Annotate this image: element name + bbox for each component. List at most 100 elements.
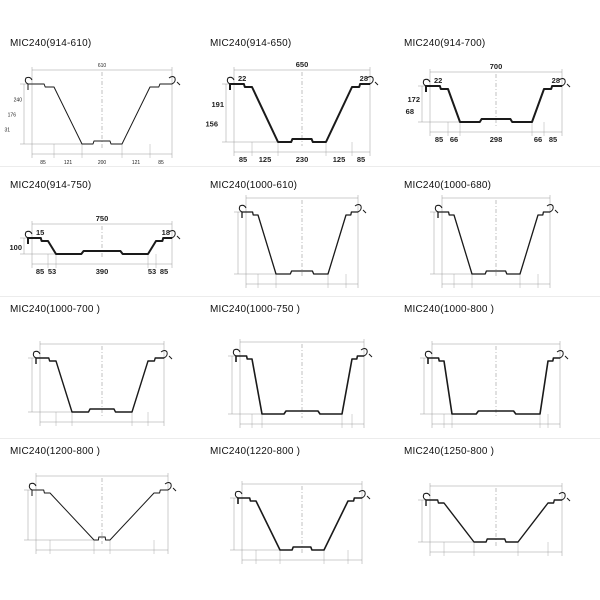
row-separator [0,166,600,167]
sheet-pile-profile-drawing [24,473,177,554]
bottom-segment-label: 85 [357,155,365,164]
sheet-pile-outline [425,499,562,543]
bottom-segment-label: 85 [160,267,168,276]
bottom-segment-label: 85 [239,155,247,164]
left-interlock-hook [422,78,431,87]
bottom-segment-label: 85 [40,160,46,166]
bottom-segment-label: 200 [98,160,107,166]
left-interlock-hook [234,490,243,499]
sheet-pile-profile-drawing [430,195,559,288]
right-interlock-hook [546,204,559,214]
bottom-segment-label: 125 [259,155,272,164]
overall-width-label: 610 [98,63,107,69]
sheet-pile-profile-drawing [28,341,173,426]
sheet-pile-profile-drawing [230,481,371,564]
left-interlock-hook [422,492,431,501]
sheet-pile-outline [241,211,358,275]
profile-title: MIC240(1220-800 ) [210,446,301,457]
sheet-pile-profile-drawing: 750 15 18 100 85 53 390 53 85 [9,214,181,276]
right-interlock-hook [558,78,571,88]
bottom-segment-label: 85 [158,160,164,166]
height-label: 191 [211,100,224,109]
profile-title: MIC240(914-610) [10,38,92,49]
profile-title: MIC240(914-700) [404,38,486,49]
right-flange-label: 28 [360,74,368,83]
sheet-pile-outline [229,83,370,143]
right-interlock-hook [558,492,571,502]
left-interlock-hook [28,482,37,491]
profile-panel: MIC240(1200-800 ) [10,446,206,586]
right-interlock-hook [168,230,181,240]
sheet-pile-outline [235,355,364,415]
left-interlock-hook [24,76,33,85]
profile-panel: MIC240(1000-610) [210,180,406,320]
bottom-segment-label: 85 [435,135,443,144]
sheet-pile-outline [237,497,362,551]
height-label: 68 [406,107,414,116]
row-separator [0,296,600,297]
bottom-segment-label: 66 [534,135,542,144]
profile-panel: MIC240(1250-800 ) [404,446,600,586]
overall-width-label: 650 [296,60,309,69]
height-label: 31 [4,128,10,134]
profile-panel: MIC240(1000-680) [404,180,600,320]
overall-width-label: 700 [490,62,503,71]
bottom-segment-label: 125 [333,155,346,164]
sheet-pile-outline [425,85,562,123]
profile-title: MIC240(914-650) [210,38,292,49]
profile-title: MIC240(1000-800 ) [404,304,495,315]
profile-title: MIC240(1200-800 ) [10,446,101,457]
sheet-pile-outline [27,237,172,255]
bottom-segment-label: 66 [450,135,458,144]
profile-title: MIC240(1000-750 ) [210,304,301,315]
left-flange-label: 22 [238,74,246,83]
right-interlock-hook [366,76,379,86]
profile-panel: MIC240(1000-700 ) [10,304,206,444]
sheet-pile-outline [27,83,172,145]
right-interlock-hook [556,350,569,360]
left-interlock-hook [32,350,41,359]
bottom-segment-label: 53 [148,267,156,276]
sheet-pile-outline [31,489,168,541]
bottom-segment-label: 230 [296,155,309,164]
bottom-segment-label: 121 [132,160,141,166]
left-interlock-hook [24,230,33,239]
right-interlock-hook [160,350,173,360]
left-interlock-hook [238,204,247,213]
right-interlock-hook [360,348,373,358]
sheet-pile-outline [427,357,560,415]
sheet-pile-profile-drawing [228,339,373,428]
left-interlock-hook [226,76,235,85]
bottom-segment-label: 85 [549,135,557,144]
height-label: 176 [8,113,17,119]
bottom-segment-label: 53 [48,267,56,276]
left-flange-label: 15 [36,228,44,237]
right-interlock-hook [354,204,367,214]
right-interlock-hook [168,76,181,86]
bottom-segment-label: 298 [490,135,503,144]
profile-title: MIC240(1250-800 ) [404,446,495,457]
profile-panel: MIC240(1000-800 ) [404,304,600,444]
overall-width-label: 750 [96,214,109,223]
sheet-pile-outline [35,357,164,413]
sheet-pile-profile-drawing [234,195,367,288]
bottom-segment-label: 390 [96,267,109,276]
height-label: 240 [14,98,23,104]
profile-title: MIC240(1000-610) [210,180,298,191]
right-flange-label: 18 [162,228,170,237]
profile-panel: MIC240(1220-800 ) [210,446,406,586]
left-interlock-hook [434,204,443,213]
left-interlock-hook [232,348,241,357]
profile-panel: MIC240(1000-750 ) [210,304,406,444]
right-interlock-hook [164,482,177,492]
bottom-segment-label: 85 [36,267,44,276]
profile-title: MIC240(1000-680) [404,180,492,191]
sheet-pile-outline [437,211,550,275]
height-label: 100 [9,243,22,252]
height-label: 172 [407,95,420,104]
